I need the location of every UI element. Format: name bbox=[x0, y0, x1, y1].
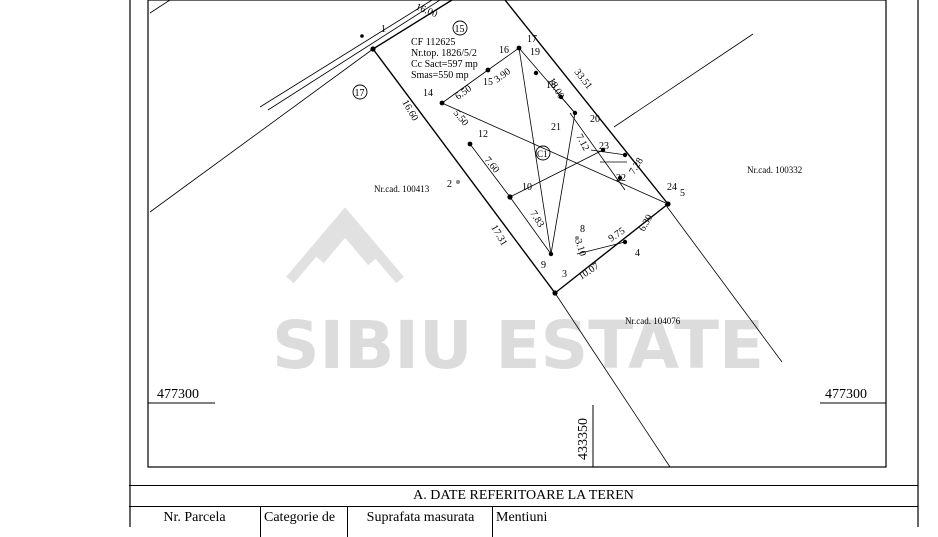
point-label: 2 bbox=[447, 179, 452, 190]
point-15-icon bbox=[485, 67, 491, 73]
point-12-icon bbox=[467, 141, 473, 147]
point-22-icon bbox=[622, 152, 628, 158]
point-label: 19 bbox=[530, 47, 540, 58]
distance-label: 16.00 bbox=[414, 2, 439, 21]
distance-label: 5.50 bbox=[451, 108, 471, 128]
marker-15-label: 15 bbox=[455, 24, 465, 35]
parcel-boundary bbox=[372, 0, 669, 294]
distance-label: 7.83 bbox=[527, 209, 546, 230]
distance-label: 7.60 bbox=[482, 155, 502, 175]
header-mentiuni: Mentiuni bbox=[492, 507, 921, 537]
point-16-icon bbox=[516, 45, 522, 51]
point-9-icon bbox=[548, 251, 554, 257]
parcel-smas: Smas=550 mp bbox=[411, 70, 469, 81]
point-label: 14 bbox=[423, 88, 433, 99]
point-label: 15 bbox=[483, 77, 493, 88]
grid-label-y-right: 477300 bbox=[825, 387, 867, 402]
neighbor-lines bbox=[149, 0, 783, 468]
point-4-icon bbox=[622, 239, 628, 245]
distance-label: 16.60 bbox=[399, 98, 420, 123]
point-label: 20 bbox=[590, 114, 600, 125]
marker-17-icon bbox=[352, 84, 368, 100]
point-19-icon bbox=[558, 94, 564, 100]
table-title: A. DATE REFERITOARE LA TEREN bbox=[413, 488, 634, 503]
point-label: 3 bbox=[562, 269, 567, 280]
parcel-interior-lines bbox=[441, 47, 669, 255]
marker-c1-label: C1 bbox=[537, 149, 548, 159]
point-label: 8 bbox=[580, 224, 585, 235]
distance-label: 7.12 bbox=[573, 132, 591, 153]
point-10-icon bbox=[507, 194, 513, 200]
watermark-text: SIBIU ESTATE bbox=[272, 307, 764, 384]
point-label: 12 bbox=[478, 129, 488, 140]
point-3-icon bbox=[552, 290, 558, 296]
point-21-icon bbox=[617, 175, 623, 181]
grid-label-x-bottom: 433350 bbox=[576, 418, 591, 460]
point-label: 5 bbox=[680, 188, 685, 199]
point-24-icon bbox=[665, 201, 671, 207]
point-1-ref-icon bbox=[360, 34, 364, 38]
point-14-icon bbox=[439, 100, 445, 106]
watermark-roof-icon bbox=[286, 207, 404, 284]
point-labels: 1 2 3 4 5 8 9 10 12 14 15 16 17 18 19 20… bbox=[381, 24, 685, 280]
header-nr-parcela: Nr. Parcela bbox=[163, 510, 226, 525]
marker-17-label: 17 bbox=[355, 88, 365, 99]
point-label: 24 bbox=[667, 182, 677, 193]
table-header-row: Nr. Parcela Categorie de Suprafata masur… bbox=[129, 506, 918, 537]
survey-points bbox=[360, 34, 671, 296]
parcel-nr-top: Nr.top. 1826/5/2 bbox=[411, 48, 477, 59]
distance-label: 3.90 bbox=[492, 66, 513, 85]
grid-label-y-left: 477300 bbox=[157, 387, 199, 402]
point-label: 17 bbox=[527, 34, 537, 45]
point-18-icon bbox=[533, 70, 539, 76]
point-label: 23 bbox=[599, 141, 609, 152]
neighbor-left-label: Nr.cad. 100413 bbox=[374, 184, 430, 194]
point-label: 18 bbox=[546, 80, 556, 91]
point-2-icon bbox=[456, 180, 460, 184]
point-8-icon bbox=[575, 236, 579, 240]
point-label: 21 bbox=[551, 122, 561, 133]
header-categorie: Categorie de bbox=[260, 507, 351, 537]
distance-label: 3.10 bbox=[572, 238, 588, 258]
header-suprafata: Suprafata masurata bbox=[347, 507, 493, 537]
watermark: SIBIU ESTATE bbox=[272, 207, 764, 384]
distance-label: 10.07 bbox=[577, 261, 602, 283]
parcel-cf: CF 112625 bbox=[411, 37, 455, 48]
marker-c1-icon bbox=[535, 145, 551, 161]
parcel-info: CF 112625 Nr.top. 1826/5/2 Cc Sact=597 m… bbox=[411, 37, 478, 81]
point-label: 16 bbox=[499, 45, 509, 56]
point-label: 22 bbox=[616, 173, 626, 184]
land-data-table: A. DATE REFERITOARE LA TEREN Nr. Parcela… bbox=[129, 485, 918, 537]
neighbor-bottom-label: Nr.cad. 104076 bbox=[625, 316, 681, 326]
point-label: 1 bbox=[381, 24, 386, 35]
parcel-cc-sact: Cc Sact=597 mp bbox=[411, 59, 478, 70]
point-1-icon bbox=[370, 46, 376, 52]
point-label: 9 bbox=[541, 260, 546, 271]
point-label: 4 bbox=[635, 248, 640, 259]
map-frame bbox=[147, 0, 887, 468]
neighbor-right-label: Nr.cad. 100332 bbox=[747, 165, 802, 175]
circled-markers bbox=[352, 20, 551, 161]
marker-15-icon bbox=[452, 20, 468, 36]
point-23-icon bbox=[600, 147, 606, 153]
point-20-icon bbox=[572, 110, 578, 116]
distance-label: 6.50 bbox=[453, 83, 474, 102]
point-label: 10 bbox=[522, 182, 532, 193]
